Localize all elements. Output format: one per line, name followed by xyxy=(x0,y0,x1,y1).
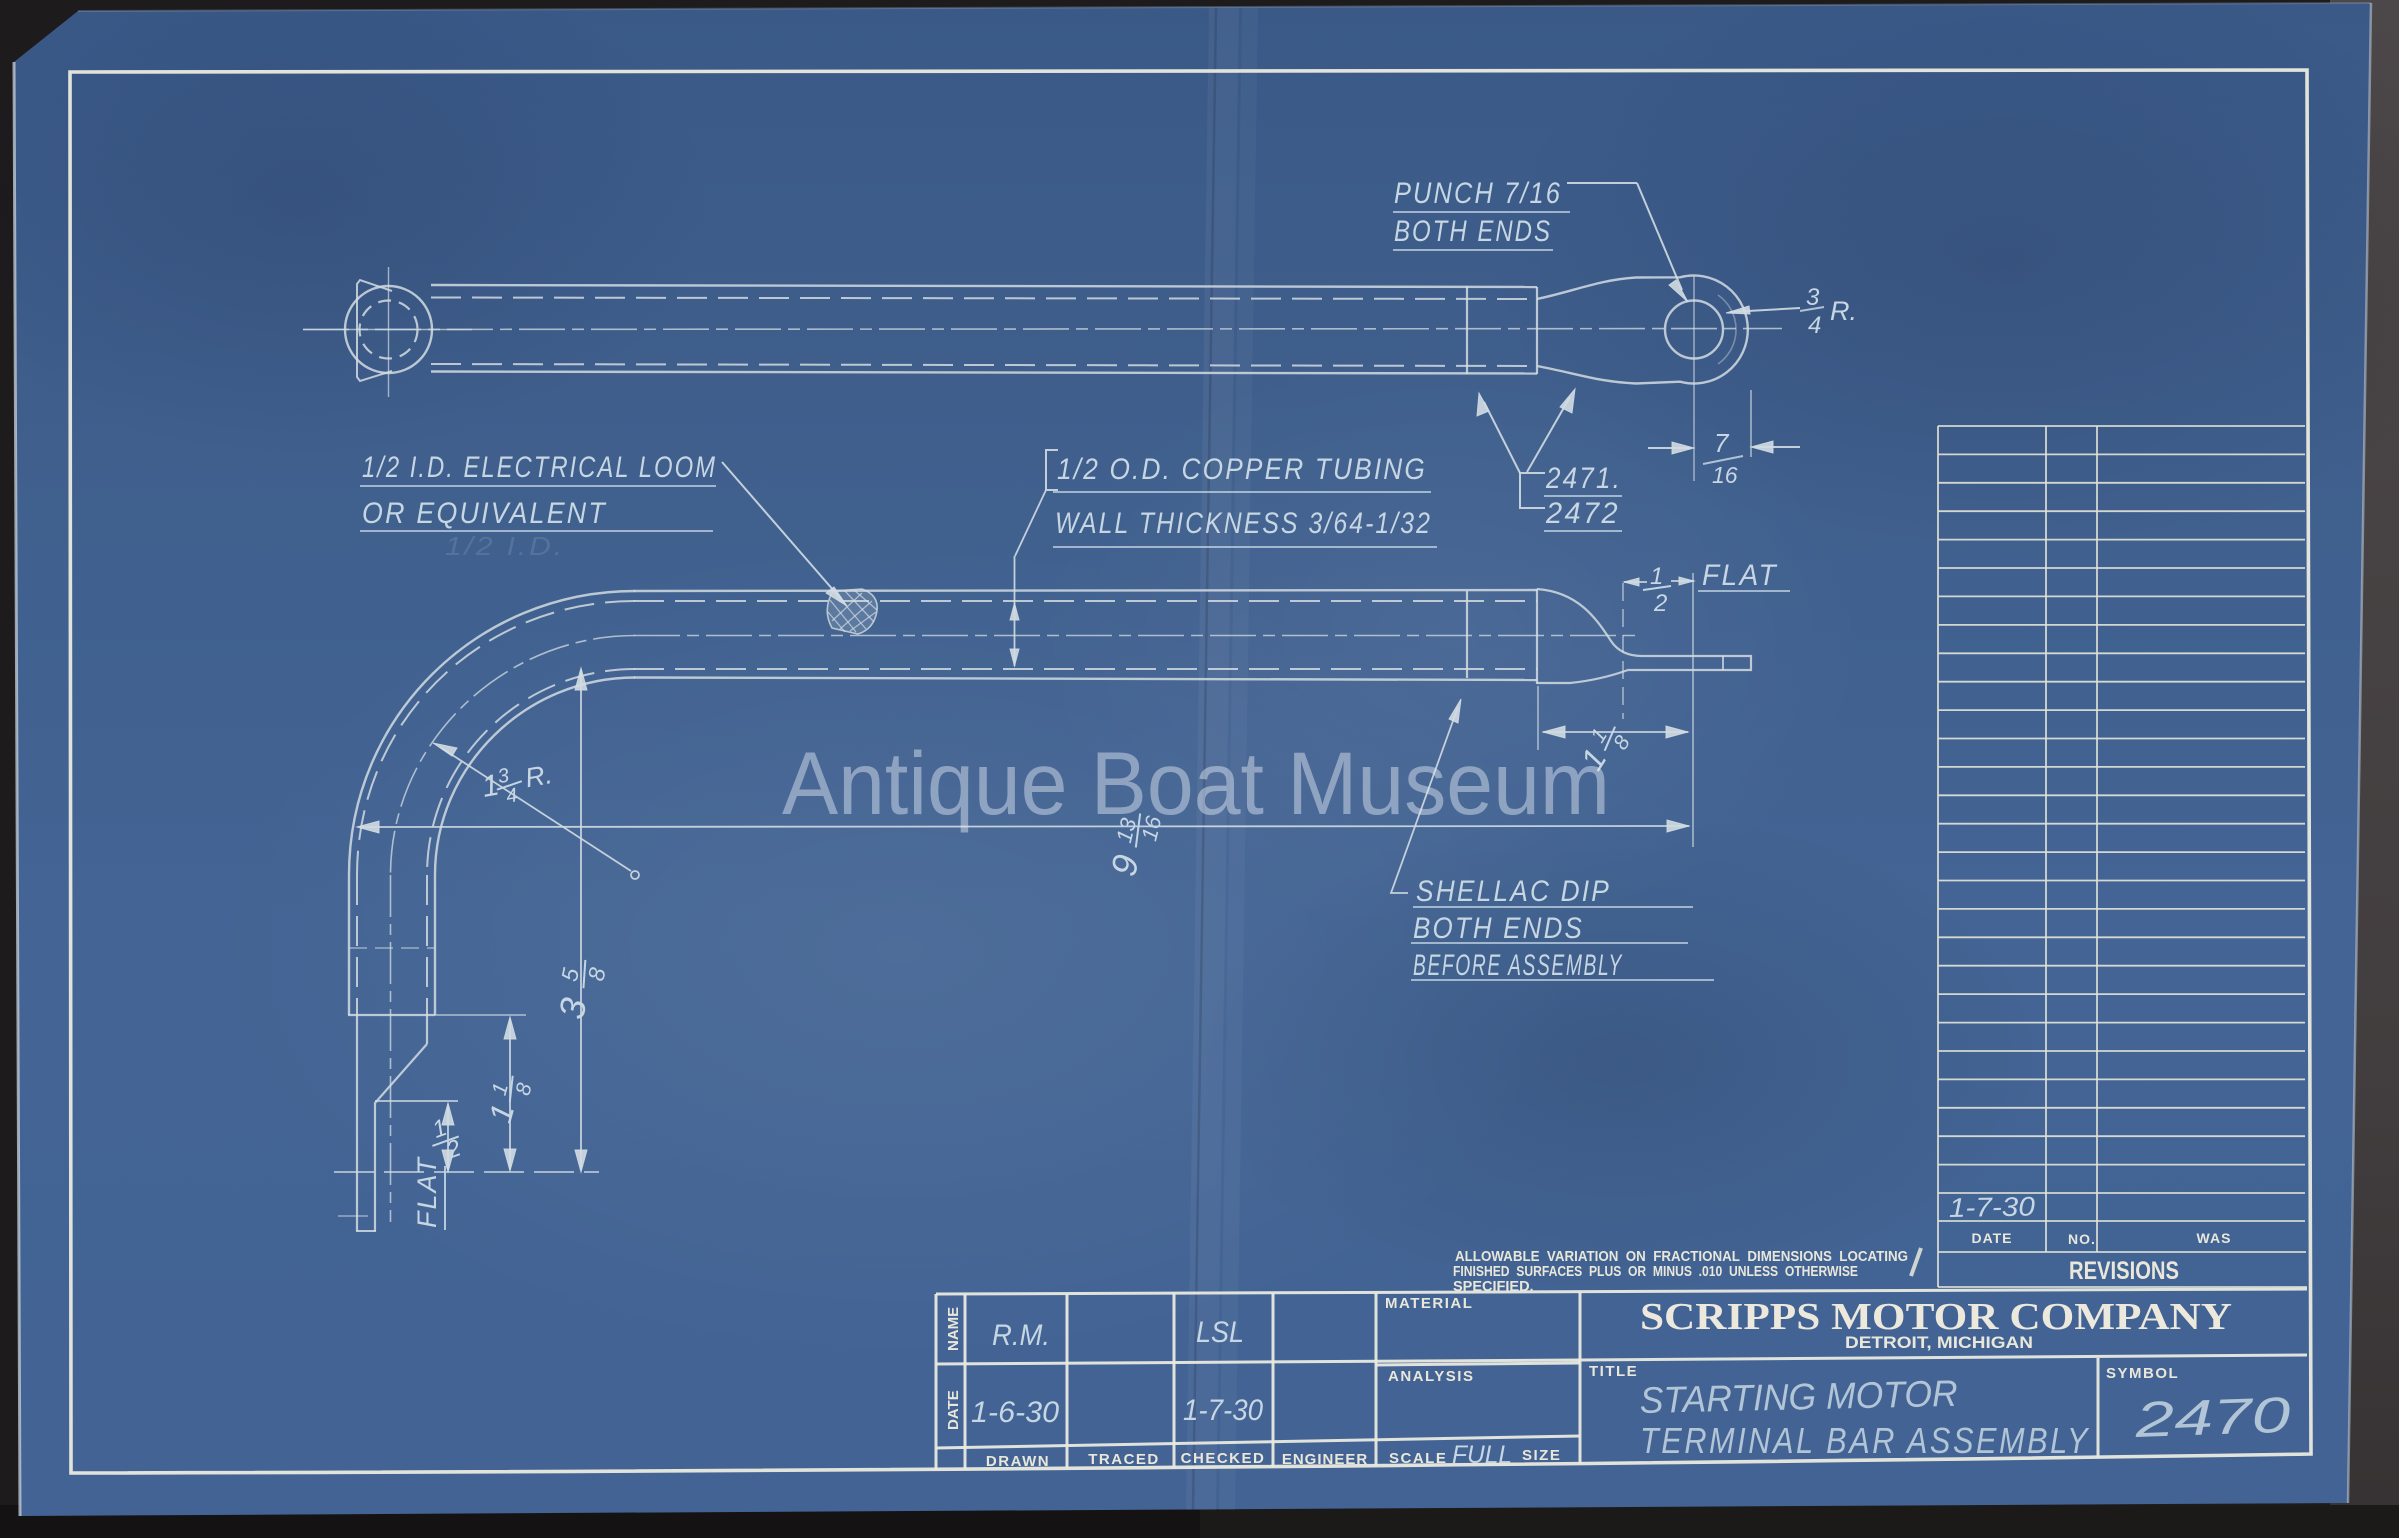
svg-text:BOTH ENDS: BOTH ENDS xyxy=(1394,215,1552,248)
svg-text:1: 1 xyxy=(1650,563,1663,590)
svg-text:SCRIPPS MOTOR COMPANY: SCRIPPS MOTOR COMPANY xyxy=(1640,1296,2232,1338)
svg-text:BEFORE ASSEMBLY: BEFORE ASSEMBLY xyxy=(1413,949,1623,982)
svg-text:16: 16 xyxy=(1712,462,1738,488)
svg-text:1-7-30: 1-7-30 xyxy=(1183,1394,1263,1427)
svg-text:1/2 I.D.: 1/2 I.D. xyxy=(445,531,565,561)
svg-text:ANALYSIS: ANALYSIS xyxy=(1388,1368,1474,1385)
svg-text:4: 4 xyxy=(504,784,519,808)
svg-text:1: 1 xyxy=(479,768,501,803)
svg-text:TRACED: TRACED xyxy=(1088,1451,1160,1468)
svg-text:8: 8 xyxy=(583,965,611,983)
svg-text:FINISHED SURFACES PLUS OR: FINISHED SURFACES PLUS OR MINUS .010 UNL… xyxy=(1453,1264,1858,1280)
svg-text:3: 3 xyxy=(496,765,511,789)
svg-text:7: 7 xyxy=(1714,428,1730,458)
svg-text:BOTH ENDS: BOTH ENDS xyxy=(1413,912,1584,945)
svg-text:TITLE: TITLE xyxy=(1589,1363,1638,1380)
svg-text:SHELLAC DIP: SHELLAC DIP xyxy=(1416,875,1611,908)
svg-text:TERMINAL BAR ASSEMBLY: TERMINAL BAR ASSEMBLY xyxy=(1640,1420,2090,1461)
svg-text:1-7-30: 1-7-30 xyxy=(1949,1192,2036,1223)
svg-text:4: 4 xyxy=(1808,312,1821,339)
svg-text:SYMBOL: SYMBOL xyxy=(2106,1365,2179,1382)
svg-text:MATERIAL: MATERIAL xyxy=(1385,1295,1473,1312)
svg-text:PUNCH 7/16: PUNCH 7/16 xyxy=(1394,177,1562,210)
svg-text:1-6-30: 1-6-30 xyxy=(971,1396,1059,1429)
svg-text:3: 3 xyxy=(1806,284,1820,311)
svg-text:FLAT: FLAT xyxy=(1702,559,1778,592)
svg-text:SIZE: SIZE xyxy=(1522,1447,1561,1464)
svg-text:DATE: DATE xyxy=(1971,1230,2012,1246)
svg-text:ENGINEER: ENGINEER xyxy=(1282,1451,1368,1468)
svg-text:WALL THICKNESS 3/64-1/32: WALL THICKNESS 3/64-1/32 xyxy=(1055,507,1432,540)
svg-text:R.: R. xyxy=(523,759,555,793)
svg-text:WAS: WAS xyxy=(2197,1230,2232,1246)
svg-text:2472: 2472 xyxy=(1545,497,1620,530)
svg-text:FULL: FULL xyxy=(1452,1441,1512,1469)
svg-text:R.M.: R.M. xyxy=(992,1319,1050,1352)
svg-text:ALLOWABLE VARIATION ON FRAC: ALLOWABLE VARIATION ON FRACTIONAL DIMENS… xyxy=(1455,1249,1908,1265)
svg-text:STARTING MOTOR: STARTING MOTOR xyxy=(1639,1373,1958,1421)
svg-text:R.: R. xyxy=(1830,296,1857,326)
svg-text:1: 1 xyxy=(488,1081,513,1098)
svg-text:NO.: NO. xyxy=(2068,1231,2096,1247)
svg-text:REVISIONS: REVISIONS xyxy=(2069,1257,2179,1285)
svg-text:CHECKED: CHECKED xyxy=(1181,1450,1266,1467)
svg-text:OR EQUIVALENT: OR EQUIVALENT xyxy=(362,497,607,530)
svg-text:1/2 I.D. ELECTRICAL LOOM: 1/2 I.D. ELECTRICAL LOOM xyxy=(362,451,717,484)
svg-text:2471.: 2471. xyxy=(1545,462,1622,495)
svg-text:Antique Boat Museum: Antique Boat Museum xyxy=(782,733,1610,833)
svg-text:DATE: DATE xyxy=(945,1390,962,1430)
svg-text:SCALE: SCALE xyxy=(1389,1450,1447,1467)
svg-text:NAME: NAME xyxy=(945,1307,962,1351)
svg-text:5: 5 xyxy=(556,966,584,984)
svg-text:LSL: LSL xyxy=(1196,1316,1244,1349)
svg-text:DRAWN: DRAWN xyxy=(986,1453,1050,1470)
svg-text:2470: 2470 xyxy=(2133,1387,2292,1448)
svg-text:FLAT: FLAT xyxy=(412,1155,442,1228)
svg-text:DETROIT, MICHIGAN: DETROIT, MICHIGAN xyxy=(1845,1333,2033,1352)
svg-text:2: 2 xyxy=(1653,590,1667,617)
svg-text:1/2 O.D. COPPER TUBING: 1/2 O.D. COPPER TUBING xyxy=(1057,453,1427,486)
